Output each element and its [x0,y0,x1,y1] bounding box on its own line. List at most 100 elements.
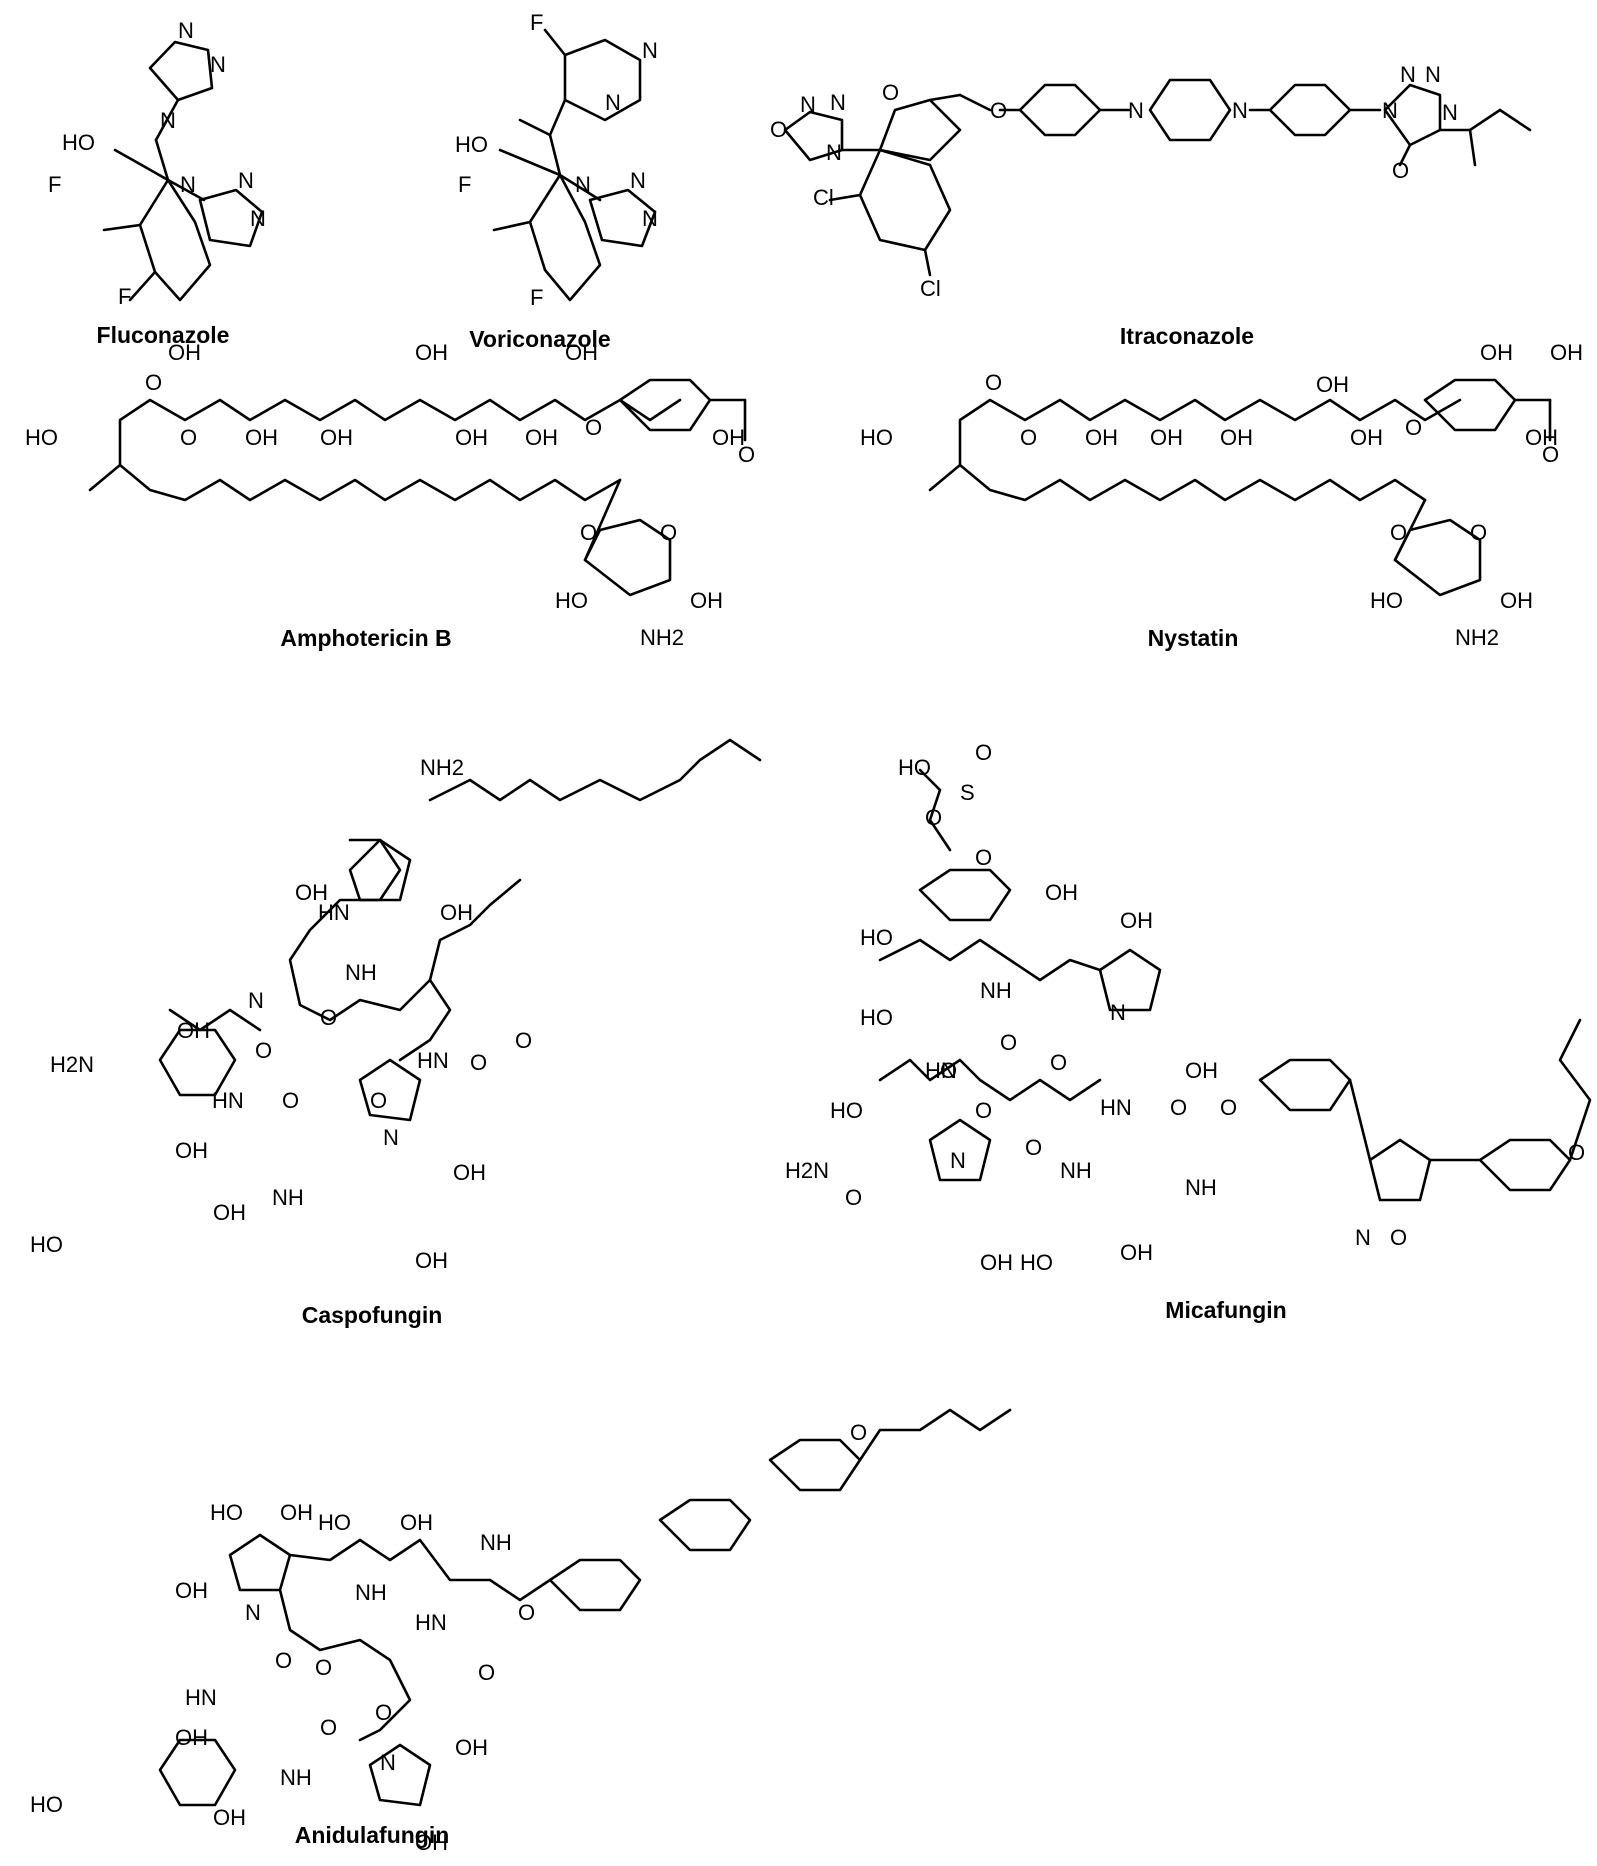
atom-label: O [180,425,197,450]
atom-label: HN [415,1610,447,1635]
atom-label: HN [1100,1095,1132,1120]
benzene-ring [548,1558,642,1612]
atom-label: N [575,172,591,197]
atom-label: O [255,1038,272,1063]
atom-label: O [518,1600,535,1625]
voriconazole-structure: F N N HO F N N N F [455,10,658,310]
atom-label: HO [30,1232,63,1257]
atom-label: O [1568,1140,1585,1165]
dichlorophenyl-ring [858,148,952,252]
atom-label: OH [1500,588,1533,613]
atom-label: H2N [785,1158,829,1183]
atom-label: O [940,1058,957,1083]
atom-label: OH [1185,1058,1218,1083]
atom-label: O [320,1715,337,1740]
benzene-ring [1258,1058,1352,1112]
atom-label: O [585,415,602,440]
pyranose-ring [1423,378,1517,432]
pyrimidine-ring [563,38,642,122]
atom-label: O [1170,1095,1187,1120]
atom-label: N [800,92,816,117]
benzene-ring [158,1738,237,1807]
atom-label: F [48,172,61,197]
atom-label: N [380,1750,396,1775]
amphotericin-b-structure: OH OH OH O O HO OH OH OH OH O OH O O O H… [25,340,755,650]
atom-label: O [975,1098,992,1123]
mycosamine-ring [1393,518,1482,597]
atom-label: O [145,370,162,395]
atom-label: O [925,805,942,830]
atom-label: N [1400,62,1416,87]
atom-label: N [210,52,226,77]
atom-label: O [1050,1050,1067,1075]
itraconazole-structure: O N N N N N N N N N O O Cl Cl O [770,62,1532,301]
micafungin-structure: HO S O O O OH HO OH NH N HO O O OH HN O … [785,740,1592,1275]
atom-label: NH [1060,1158,1092,1183]
atom-label: O [1470,520,1487,545]
atom-label: O [1390,1225,1407,1250]
atom-label: OH [415,340,448,365]
atom-label: F [530,285,543,310]
atom-label: Cl [813,185,834,210]
atom-label: O [515,1028,532,1053]
atom-label: OH [415,1830,448,1855]
atom-label: O [370,1088,387,1113]
atom-label: N [245,1600,261,1625]
atom-label: N [1442,100,1458,125]
atom-label: O [320,1005,337,1030]
atom-label: HN [925,1058,957,1083]
atom-label: OH [415,1248,448,1273]
benzene-ring [658,1498,752,1552]
atom-label: O [738,442,755,467]
atom-label: OH [175,1138,208,1163]
atom-label: O [660,520,677,545]
atom-label: O [1000,1030,1017,1055]
atom-label: NH [355,1580,387,1605]
atom-label: OH [1525,425,1558,450]
atom-label: S [960,780,975,805]
atom-label: HN [318,900,350,925]
atom-label: O [375,1700,392,1725]
atom-label: O [1405,415,1422,440]
atom-label: O [1390,520,1407,545]
dioxolane-ring [878,98,962,162]
atom-label: OH [455,1735,488,1760]
pyrrolidine-ring [368,1743,432,1807]
pyrrolidine-ring [348,838,412,902]
nystatin-structure: OH OH OH O O HO OH OH OH OH O OH O O O H… [860,340,1583,650]
atom-label: O [845,1185,862,1210]
atom-label: NH2 [640,625,684,650]
atom-label: H2N [50,1052,94,1077]
pyrrolidine-ring [228,1533,292,1592]
atom-label: N [160,108,176,133]
atom-label: OH [455,425,488,450]
atom-label: HO [62,130,95,155]
benzene-ring [918,868,1012,922]
piperazine-ring [1148,78,1232,142]
atom-label: F [118,284,131,309]
benzene-ring [1268,83,1352,137]
atom-label: N [630,168,646,193]
atom-label: OH [175,1578,208,1603]
atom-label: O [1220,1095,1237,1120]
atom-label: N [1382,98,1398,123]
pyrrolidine-ring [358,1058,422,1122]
atom-label: OH [400,1510,433,1535]
atom-label: OH [712,425,745,450]
atom-label: N [1232,98,1248,123]
atom-label: NH2 [420,755,464,780]
atom-label: NH [1185,1175,1217,1200]
atom-label: OH [690,588,723,613]
atom-label: N [1110,1000,1126,1025]
benzene-ring [1478,1138,1572,1192]
atom-label: O [850,1420,867,1445]
atom-label: HN [417,1048,449,1073]
atom-label: OH [980,1250,1013,1275]
atom-label: NH [280,1765,312,1790]
atom-label: HO [860,1005,893,1030]
atom-label: N [830,90,846,115]
atom-label: OH [280,1500,313,1525]
atom-label: N [1425,62,1441,87]
atom-label: OH [1120,908,1153,933]
atom-label: N [248,988,264,1013]
